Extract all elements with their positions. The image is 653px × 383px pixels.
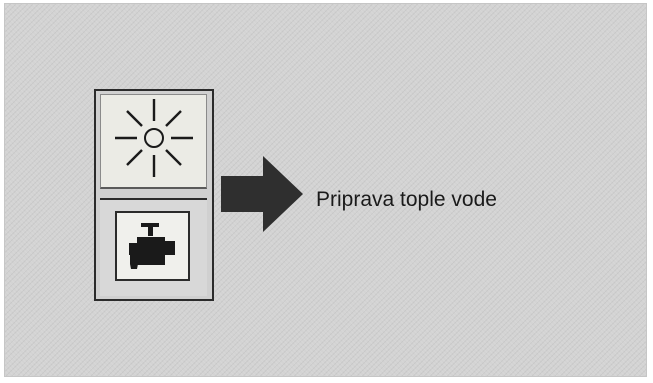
illustration-panel: Priprava tople vode [4, 3, 647, 377]
hot-water-mode-display [100, 198, 207, 296]
summer-mode-display [100, 94, 207, 189]
tap-icon-frame [115, 211, 190, 281]
sun-icon [111, 95, 197, 181]
control-unit [94, 89, 214, 301]
arrow-right-icon [221, 156, 303, 232]
caption-text: Priprava tople vode [316, 188, 497, 211]
tap-icon [127, 221, 179, 271]
